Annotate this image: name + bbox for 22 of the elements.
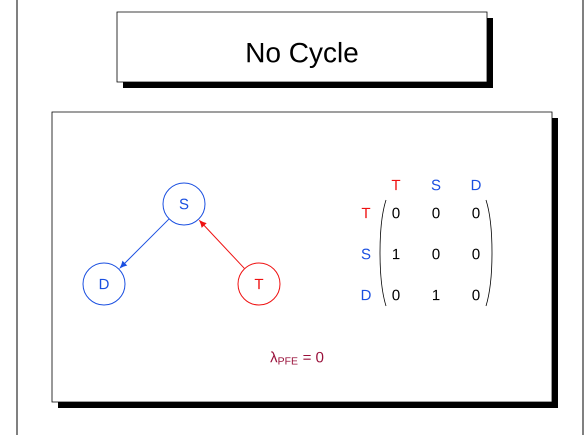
column-header: T [392, 180, 400, 190]
matrix-entry: 0 [432, 248, 440, 260]
matrix-entry: 1 [392, 248, 400, 260]
matrix-entry: 1 [432, 290, 440, 300]
matrix-entry: 0 [472, 208, 480, 218]
matrix-entry: 0 [392, 290, 400, 300]
row-header: T [362, 208, 370, 218]
column-header: S [432, 180, 440, 190]
graph-node: T [238, 262, 280, 306]
graph-node: D [82, 262, 126, 306]
eigenvalue-label: λ$_{PFE}$ = 0 [270, 351, 324, 365]
matrix-entry: 0 [472, 248, 480, 260]
row-header: S [362, 248, 370, 260]
arrow [120, 218, 170, 268]
matrix-entry: 0 [472, 290, 480, 300]
graph-node: S [162, 182, 206, 226]
arrow [199, 220, 245, 269]
title-box: No Cycle [116, 12, 493, 88]
matrix-entry: 0 [432, 208, 440, 218]
column-header: D [472, 180, 481, 190]
matrix-entry: 0 [392, 208, 400, 218]
row-header: D [362, 290, 371, 300]
